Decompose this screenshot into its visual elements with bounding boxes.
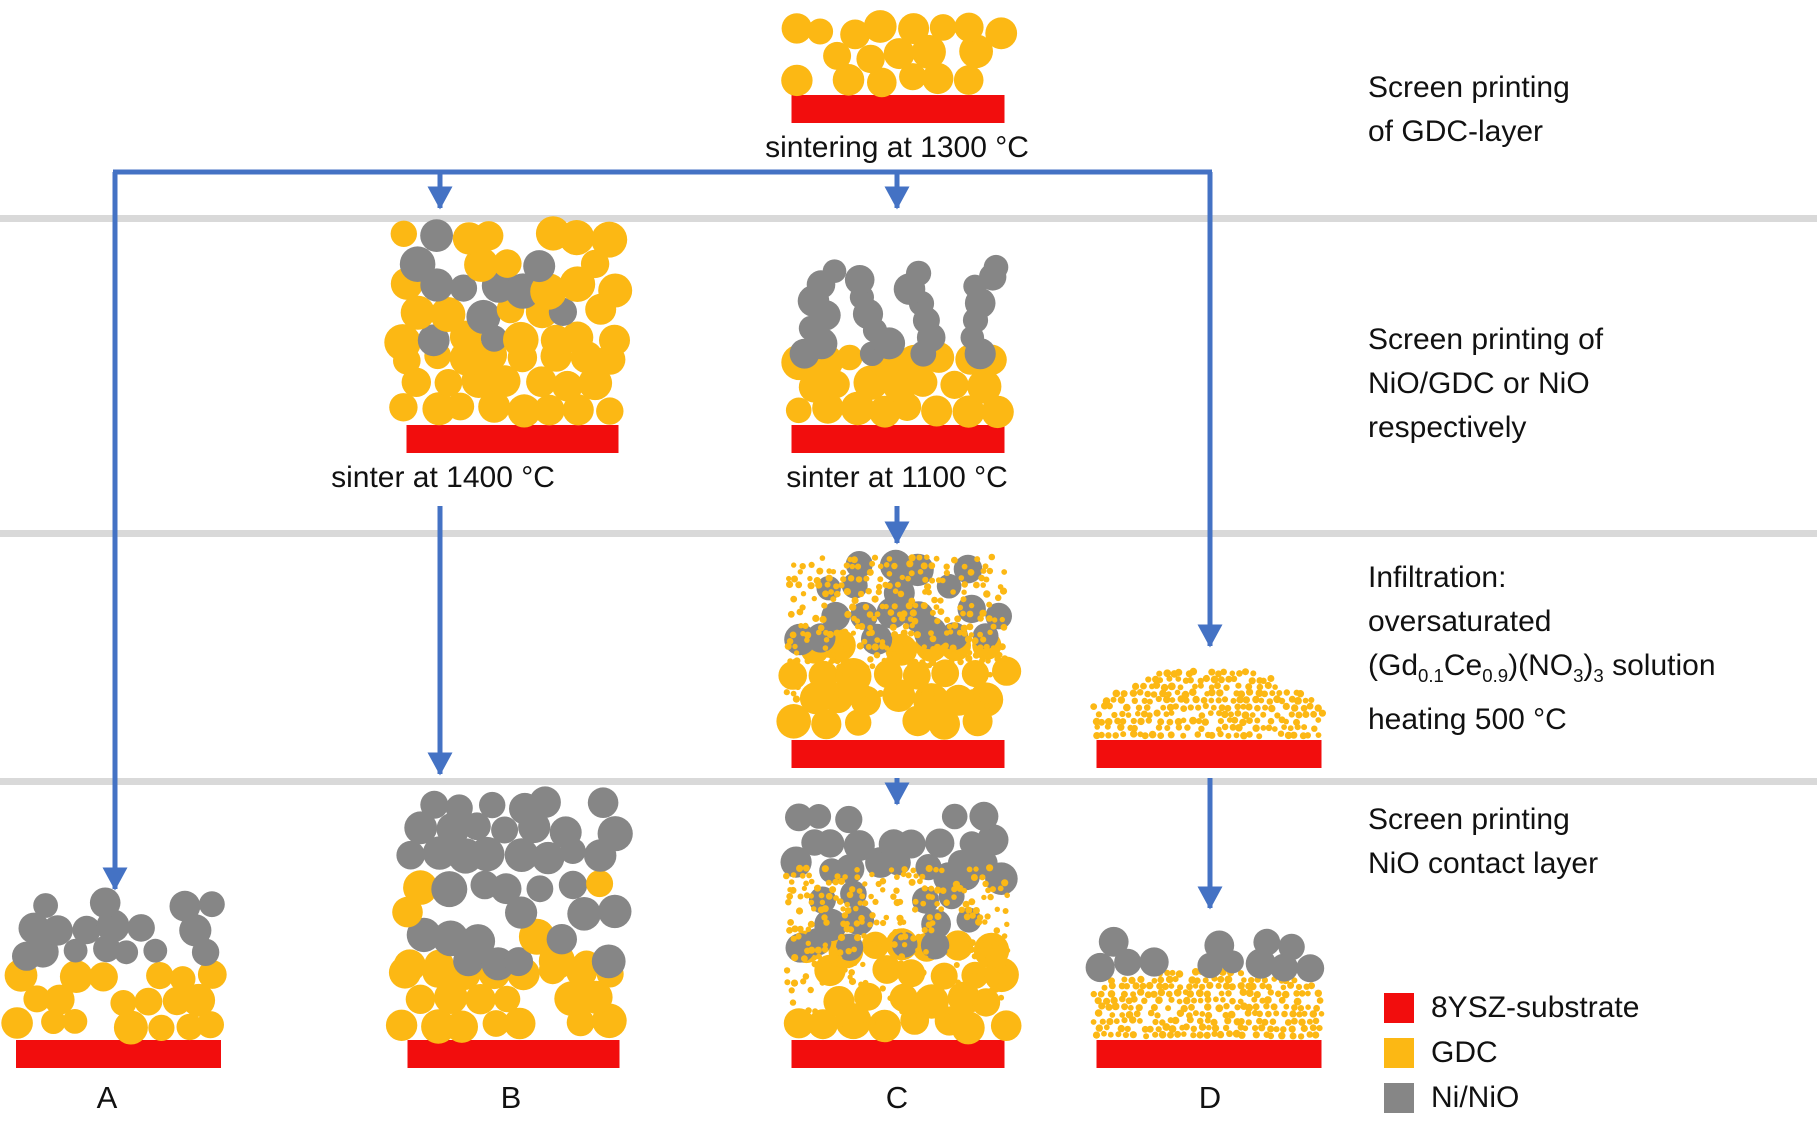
- column-label-a: A: [96, 1080, 118, 1115]
- structure-c-final: [780, 801, 1022, 1068]
- stage-divider-2: [0, 530, 1817, 537]
- legend: 8YSZ-substrate GDC Ni/NiO: [1384, 985, 1639, 1120]
- structure-canvas: [781, 254, 1014, 453]
- structure-d-infiltrated: [1090, 662, 1326, 768]
- substrate-bar: [791, 95, 1005, 123]
- substrate-bar: [407, 1040, 620, 1068]
- legend-label: GDC: [1431, 1035, 1498, 1069]
- structure-canvas: [776, 549, 1022, 768]
- structure-canvas: [1, 887, 227, 1068]
- stage-label-line: Screen printing of: [1368, 323, 1604, 356]
- substrate-bar: [406, 425, 619, 453]
- label-sintering-1300: sintering at 1300 °C: [765, 131, 1029, 164]
- structure-canvas: [781, 10, 1018, 123]
- stage-divider-3: [0, 778, 1817, 785]
- stage-label-line: Screen printing: [1368, 71, 1570, 104]
- structure-canvas: [384, 216, 633, 453]
- label-sinter-1400: sinter at 1400 °C: [331, 461, 555, 494]
- stage-label-infiltration: Infiltration: oversaturated (Gd0.1Ce0.9)(N…: [1368, 556, 1817, 742]
- stage-label-line: Infiltration:: [1368, 561, 1507, 594]
- structure-canvas: [1085, 926, 1325, 1068]
- structure-b-final: [385, 786, 633, 1068]
- nio-swatch-icon: [1384, 1082, 1414, 1113]
- stage-label-line: respectively: [1368, 411, 1527, 444]
- substrate-swatch-icon: [1384, 992, 1414, 1023]
- structure-canvas: [780, 801, 1022, 1068]
- substrate-bar: [791, 425, 1005, 453]
- stage-label-line: NiO/GDC or NiO: [1368, 367, 1590, 400]
- substrate-bar: [16, 1040, 221, 1068]
- structure-b-nio-gdc-printed: [384, 216, 633, 453]
- stage-label-line: Screen printing: [1368, 803, 1570, 836]
- column-label-d: D: [1198, 1080, 1222, 1115]
- structure-a-final: [1, 887, 227, 1068]
- gdc-swatch-icon: [1384, 1037, 1414, 1068]
- stage-label-line: (Gd0.1Ce0.9)(NO3)3 solution: [1368, 649, 1716, 686]
- structure-canvas: [385, 786, 633, 1068]
- stage-label-line: of GDC-layer: [1368, 115, 1544, 148]
- legend-label: 8YSZ-substrate: [1431, 990, 1640, 1024]
- substrate-bar: [1096, 1040, 1322, 1068]
- legend-item-gdc: GDC: [1384, 1030, 1639, 1075]
- legend-item-nio: Ni/NiO: [1384, 1075, 1639, 1120]
- stage-divider-1: [0, 215, 1817, 222]
- stage-label-line: NiO contact layer: [1368, 847, 1599, 880]
- stage-label-screen-printing-nio-gdc: Screen printing of NiO/GDC or NiO respecti…: [1368, 318, 1817, 450]
- structure-d-final: [1085, 918, 1325, 1068]
- structure-gdc-layer-printed: [781, 10, 1018, 123]
- structure-canvas: [1090, 667, 1326, 768]
- structure-c-nio-printed: [781, 248, 1014, 453]
- substrate-bar: [791, 740, 1005, 768]
- stage-label-line: heating 500 °C: [1368, 703, 1567, 736]
- column-label-b: B: [500, 1080, 522, 1115]
- legend-item-substrate: 8YSZ-substrate: [1384, 985, 1639, 1030]
- structure-c-infiltrated: [776, 549, 1022, 768]
- stage-label-screen-printing-gdc: Screen printing of GDC-layer: [1368, 66, 1817, 154]
- legend-label: Ni/NiO: [1431, 1080, 1520, 1114]
- column-label-c: C: [885, 1080, 909, 1115]
- substrate-bar: [1096, 740, 1322, 768]
- stage-label-line: oversaturated: [1368, 605, 1552, 638]
- label-sinter-1100: sinter at 1100 °C: [786, 461, 1008, 494]
- substrate-bar: [791, 1040, 1005, 1068]
